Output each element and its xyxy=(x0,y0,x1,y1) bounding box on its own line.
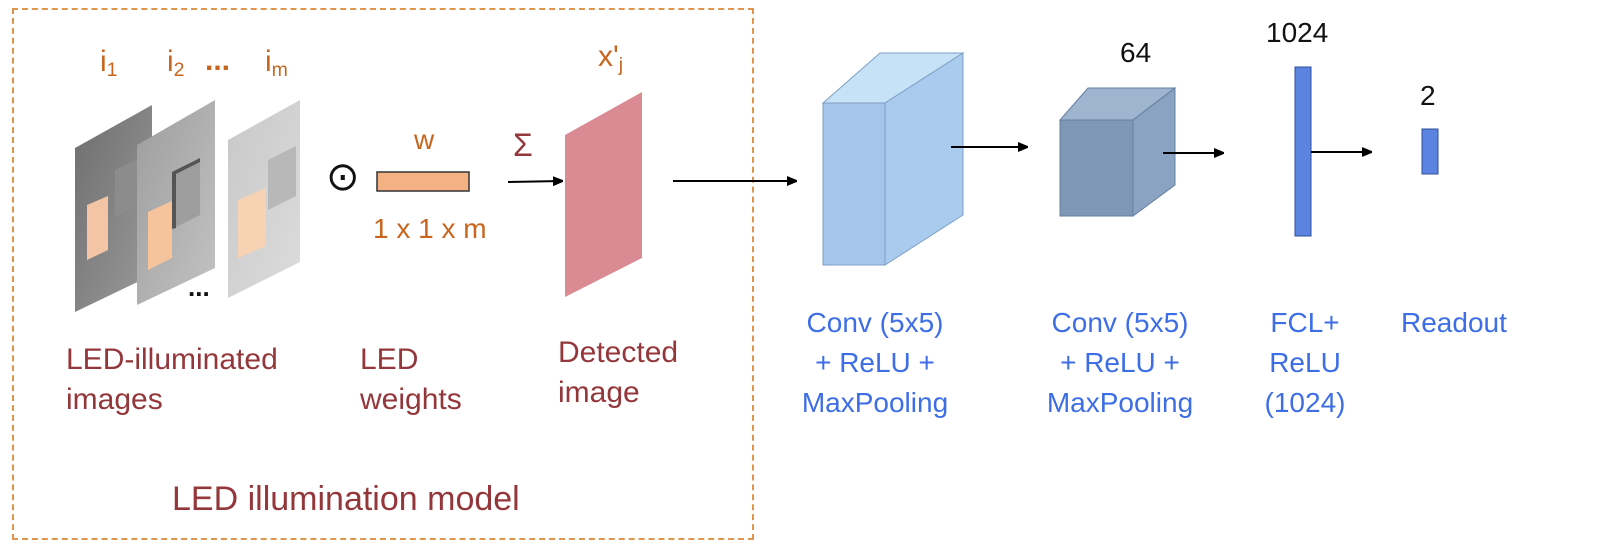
conv1-block xyxy=(821,52,965,266)
detected-image-plane xyxy=(565,92,642,297)
led-image-2 xyxy=(137,100,215,305)
sum-arrow xyxy=(507,181,562,182)
label-im: im xyxy=(265,45,288,81)
led-illumination-model-frame xyxy=(12,8,754,540)
hadamard-symbol: ⊙ xyxy=(326,155,360,199)
fcl-size: 1024 xyxy=(1266,17,1329,48)
conv2-size: 64 xyxy=(1120,37,1152,68)
label-i1: i1 xyxy=(100,45,118,81)
label-i2: i2 xyxy=(167,45,185,81)
caption-fcl: FCL+ ReLU (1024) xyxy=(1264,307,1346,418)
conv2-block xyxy=(1058,86,1177,217)
label-image-ellipsis: ... xyxy=(205,44,231,77)
led-weight-vector xyxy=(376,171,470,192)
caption-readout: Readout xyxy=(1401,307,1507,338)
model-title: LED illumination model xyxy=(172,480,520,518)
weight-label: w xyxy=(414,124,435,155)
caption-led-weights: LED weights xyxy=(360,343,462,416)
caption-led-images: LED-illuminated images xyxy=(66,343,278,416)
fcl-layer xyxy=(1294,66,1312,237)
stack-ellipsis: ... xyxy=(188,272,210,302)
sum-symbol: Σ xyxy=(513,127,533,163)
caption-detected-image: Detected image xyxy=(558,336,679,409)
caption-conv1: Conv (5x5) + ReLU + MaxPooling xyxy=(801,307,949,418)
detected-symbol: x'j xyxy=(598,40,624,76)
readout-size: 2 xyxy=(1420,80,1436,111)
weight-dims: 1 x 1 x m xyxy=(373,213,487,244)
led-image-1 xyxy=(75,105,152,312)
readout-layer xyxy=(1421,128,1439,175)
led-image-m xyxy=(228,100,300,298)
caption-conv2: Conv (5x5) + ReLU + MaxPooling xyxy=(1046,307,1194,418)
